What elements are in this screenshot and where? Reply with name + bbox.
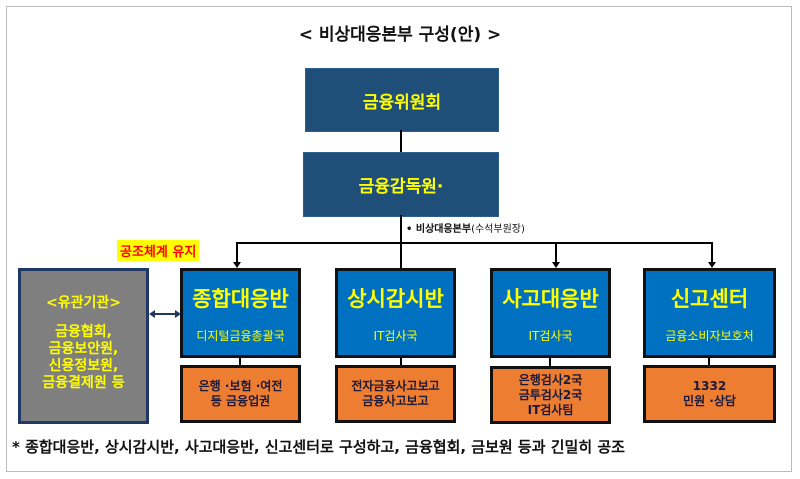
connector xyxy=(555,242,557,262)
connector xyxy=(236,242,238,262)
hq-note-sub: (수석부원장) xyxy=(471,224,525,235)
connector xyxy=(239,358,241,366)
team-dept: IT검사국 xyxy=(528,329,573,343)
box-financial-supervisory-service: 금융감독원· xyxy=(303,152,499,217)
related-item: 금융보안원, xyxy=(48,341,119,357)
task-line: 금투검사2국 xyxy=(518,387,583,402)
diagram-title: < 비상대응본부 구성(안) > xyxy=(298,25,502,45)
arrow-down-icon xyxy=(708,262,716,268)
team-name: 상시감시반 xyxy=(347,287,444,311)
task-line: 민원 ·상담 xyxy=(683,394,736,408)
arrow-down-icon xyxy=(233,262,241,268)
task-line: 1332 xyxy=(692,379,727,393)
cooperation-label: 공조체계 유지 xyxy=(117,240,200,261)
team-dept: 금융소비자보호처 xyxy=(665,329,754,343)
related-item: 금융협회, xyxy=(55,324,112,340)
related-institutions-box: <유관기관> 금융협회, 금융보안원, 신용정보원, 금융결제원 등 xyxy=(18,268,149,424)
arrow-left-icon xyxy=(149,310,155,318)
team-name: 신고센터 xyxy=(670,287,749,311)
task-line: IT검사팀 xyxy=(527,402,574,417)
hq-note: • 비상대응본부(수석부원장) xyxy=(406,220,525,235)
footer-note: * 종합대응반, 상시감시반, 사고대응반, 신고센터로 구성하고, 금융협회,… xyxy=(12,438,625,456)
bidirectional-arrow-icon xyxy=(151,313,179,315)
connector xyxy=(549,358,551,366)
team-box-incident-response: 사고대응반 IT검사국 xyxy=(490,268,611,358)
connector xyxy=(400,130,402,152)
task-line: 은행검사2국 xyxy=(518,372,583,387)
team-box-monitoring: 상시감시반 IT검사국 xyxy=(335,268,456,358)
task-line: 은행 ·보험 ·여전 xyxy=(198,379,283,393)
team-name: 종합대응반 xyxy=(192,287,289,311)
box-financial-services-commission: 금융위원회 xyxy=(305,68,499,132)
related-heading: <유관기관> xyxy=(46,295,121,311)
arrow-down-icon xyxy=(552,262,560,268)
task-line: 전자금융사고보고 xyxy=(351,379,440,393)
hq-note-label: • 비상대응본부 xyxy=(406,224,472,235)
task-line: 등 금융업권 xyxy=(210,394,271,408)
task-line: 금융사고보고 xyxy=(362,394,429,408)
related-item: 신용정보원, xyxy=(48,358,119,374)
related-item: 금융결제원 등 xyxy=(42,375,125,391)
arrow-right-icon xyxy=(175,310,181,318)
team-dept: 디지털금융총괄국 xyxy=(196,329,285,343)
team-name: 사고대응반 xyxy=(502,287,599,311)
connector xyxy=(708,358,710,366)
diagram-frame xyxy=(6,6,792,472)
team-dept: IT검사국 xyxy=(373,329,418,343)
connector xyxy=(711,242,713,262)
horizontal-connector xyxy=(236,242,713,244)
